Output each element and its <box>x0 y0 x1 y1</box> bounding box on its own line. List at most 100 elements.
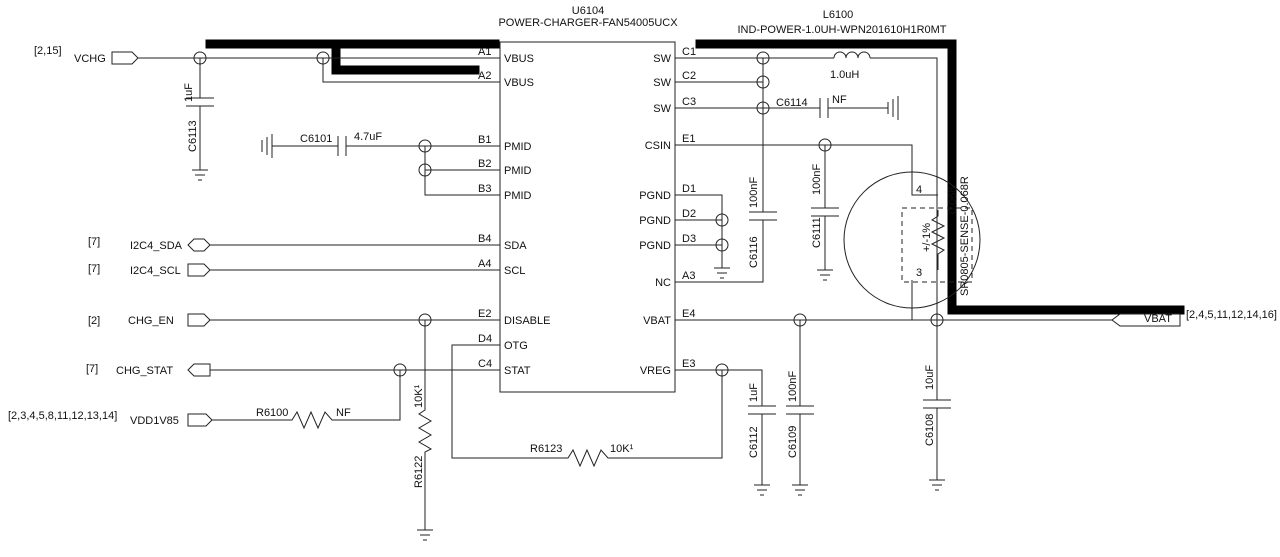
net-vdd1v85-label: VDD1V85 <box>130 415 179 427</box>
junction <box>715 238 729 252</box>
pin-number: D4 <box>478 333 492 345</box>
net-chg-stat-label: CHG_STAT <box>116 365 173 377</box>
net-chg-stat-pages: [7] <box>86 363 98 375</box>
c6109-value: 100nF <box>787 371 799 402</box>
c6114-ref: C6114 <box>776 97 808 109</box>
pin-number: A3 <box>682 270 695 282</box>
r6118-pin3: 3 <box>916 267 922 279</box>
net-i2c4-scl-label: I2C4_SCL <box>130 265 181 277</box>
ic-part-number: POWER-CHARGER-FAN54005UCX <box>498 17 678 29</box>
net-flag-vdd1v85: VDD1V85 [2,3,4,5,8,11,12,13,14] <box>8 410 213 427</box>
ic-body <box>499 41 676 393</box>
r6118-pin4: 4 <box>916 184 922 196</box>
pin-name: PGND <box>639 240 671 252</box>
net-i2c4-sda-label: I2C4_SDA <box>130 240 183 252</box>
left-signal-nets: 10K¹ R6122 R6100 NF R6123 10K¹ <box>210 244 723 541</box>
c6111-value: 100nF <box>811 164 823 195</box>
r6123-ref: R6123 <box>530 443 562 455</box>
pin-name: PMID <box>504 141 532 153</box>
vchg-net: 1uF C6113 <box>138 51 500 181</box>
net-i2c4-scl-pages: [7] <box>88 263 100 275</box>
net-vbat-pages: [2,4,5,11,12,14,16] <box>1186 309 1277 321</box>
pin-name: SW <box>653 77 671 89</box>
c6113-value: 1uF <box>183 83 195 102</box>
c6116-value: 100nF <box>748 177 760 208</box>
pin-name: OTG <box>504 340 528 352</box>
junction <box>418 139 432 153</box>
pin-name: PGND <box>639 190 671 202</box>
net-flag-chg-stat: CHG_STAT [7] <box>86 363 211 377</box>
pin-name: VBUS <box>504 53 534 65</box>
net-flag-i2c4-sda: I2C4_SDA [7] <box>88 236 211 252</box>
r6123-value: 10K¹ <box>610 443 634 455</box>
l6100-part-number: IND-POWER-1.0UH-WPN201610H1R0MT <box>737 24 946 36</box>
net-vbat-label: VBAT <box>1144 313 1172 325</box>
ic-right-pins: C1SWC2SWC3SWE1CSIND1PGNDD2PGNDD3PGNDA3NC… <box>639 46 696 377</box>
pin-number: C1 <box>682 46 696 58</box>
pin-name: NC <box>655 277 671 289</box>
pin-name: SDA <box>504 240 527 252</box>
pin-number: B1 <box>478 134 491 146</box>
net-vchg-label: VCHG <box>74 53 106 65</box>
pin-number: C4 <box>478 358 492 370</box>
net-chg-en-pages: [2] <box>88 315 100 327</box>
c6112-ref: C6112 <box>748 426 760 458</box>
pin-name: PMID <box>504 165 532 177</box>
junction <box>756 51 770 65</box>
sw-net: L6100 IND-POWER-1.0UH-WPN201610H1R0MT 1.… <box>675 9 947 320</box>
pin-name: CSIN <box>645 140 671 152</box>
pin-name: SW <box>653 53 671 65</box>
pin-name: SCL <box>504 265 525 277</box>
junction <box>418 163 432 177</box>
highlight-traces <box>205 39 1185 315</box>
net-flag-vchg: VCHG [2,15] <box>34 45 139 65</box>
net-flag-chg-en: CHG_EN [2] <box>88 313 211 327</box>
pin-number: D2 <box>682 208 696 220</box>
l6100-ref: L6100 <box>823 9 854 21</box>
c6114-value: NF <box>832 94 847 106</box>
pin-name: PMID <box>504 190 532 202</box>
pin-name: PGND <box>639 215 671 227</box>
r6118-value-short: 0.068 <box>947 186 959 214</box>
csin-net: 100nF C6111 4 3 +/-1% 0.068 SR0805-SENSE… <box>675 138 981 320</box>
pin-number: D3 <box>682 233 696 245</box>
net-flag-vbat: VBAT [2,4,5,11,12,14,16] <box>1111 309 1277 327</box>
junction <box>715 213 729 227</box>
c6112-value: 1uF <box>748 383 760 402</box>
vreg-net: 1uF C6112 <box>675 363 776 496</box>
pin-number: E4 <box>682 308 695 320</box>
pin-number: A2 <box>478 70 491 82</box>
ic-left-pins: A1VBUSA2VBUSB1PMIDB2PMIDB3PMIDB4SDAA4SCL… <box>478 46 550 377</box>
pin-number: E1 <box>682 133 695 145</box>
r6118-tolerance: +/-1% <box>921 223 933 252</box>
r6100-value: NF <box>336 407 351 419</box>
net-flags: VCHG [2,15] I2C4_SDA [7] I2C4_SCL [7] CH… <box>8 45 1277 427</box>
junction <box>756 101 770 115</box>
pin-number: C3 <box>682 96 696 108</box>
net-vdd1v85-pages: [2,3,4,5,8,11,12,13,14] <box>8 410 117 422</box>
net-vchg-pages: [2,15] <box>34 45 62 57</box>
pin-name: DISABLE <box>504 315 550 327</box>
r6122-value: 10K¹ <box>413 384 425 408</box>
pin-name: VBAT <box>643 315 671 327</box>
pmid-net: C6101 4.7uF <box>261 131 500 196</box>
junction <box>715 363 729 377</box>
r6100-ref: R6100 <box>256 407 288 419</box>
pin-name: STAT <box>504 365 531 377</box>
pin-number: B2 <box>478 158 491 170</box>
c6111-ref: C6111 <box>811 217 823 248</box>
pin-number: E3 <box>682 358 695 370</box>
pin-number: A4 <box>478 258 491 270</box>
c6101-value: 4.7uF <box>354 131 382 143</box>
c6113-ref: C6113 <box>187 120 199 152</box>
net-flag-i2c4-scl: I2C4_SCL [7] <box>88 263 211 277</box>
pgnd-net <box>675 194 730 279</box>
r6122-ref: R6122 <box>413 456 425 488</box>
pin-number: B4 <box>478 233 491 245</box>
vbat-net: 100nF C6109 10uF C6108 <box>675 313 1112 496</box>
pin-number: D1 <box>682 183 696 195</box>
c6108-ref: C6108 <box>924 414 936 446</box>
pin-number: E2 <box>478 308 491 320</box>
c6116-ref: C6116 <box>748 236 760 268</box>
